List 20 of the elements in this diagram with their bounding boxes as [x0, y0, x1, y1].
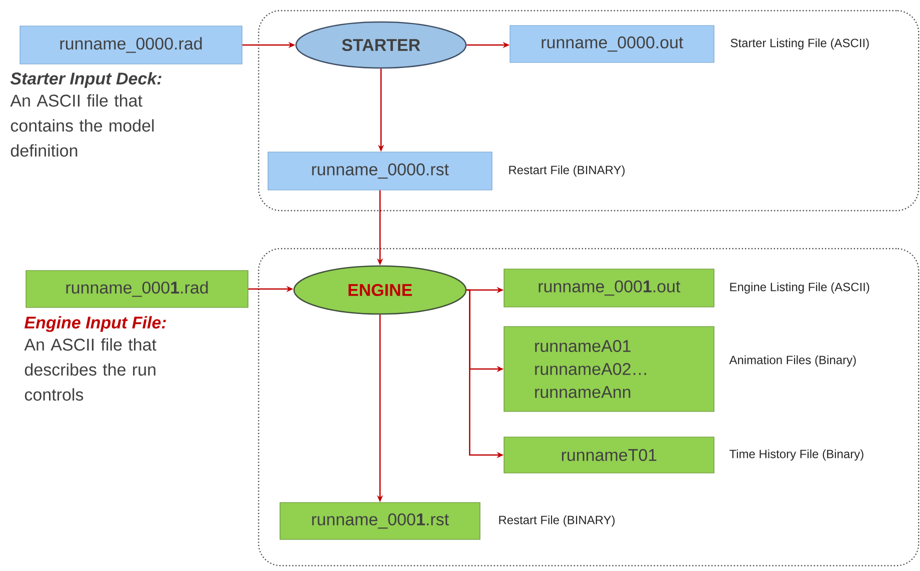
file-description: Time History File (Binary) [729, 449, 864, 461]
file-box: runname_0001.out [504, 268, 714, 308]
caption-text: An ASCII file that contains the model definition [10, 94, 154, 157]
file-box: runname_0000.rst [268, 152, 492, 190]
file-description: Engine Listing File (ASCII) [730, 282, 870, 294]
file-box: runname_0001.rad [26, 270, 248, 308]
file-box: runname_0001.rst [280, 502, 480, 540]
dotted-region [258, 248, 920, 566]
file-box: runnameA01 runnameA02… runnameAnn [504, 326, 714, 412]
dotted-region [258, 10, 920, 212]
file-description: Restart File (BINARY) [509, 165, 625, 177]
file-box: runnameT01 [504, 436, 714, 474]
file-box: runname_0000.rad [20, 26, 242, 64]
file-box: runname_0000.out [510, 25, 714, 63]
caption-heading: Starter Input Deck: [10, 72, 162, 88]
caption-text: An ASCII file that describes the run controls [24, 338, 156, 401]
caption-heading: Engine Input File: [24, 316, 166, 332]
file-description: Restart File (BINARY) [499, 515, 615, 527]
file-description: Animation Files (Binary) [729, 355, 856, 367]
file-description: Starter Listing File (ASCII) [730, 38, 869, 50]
